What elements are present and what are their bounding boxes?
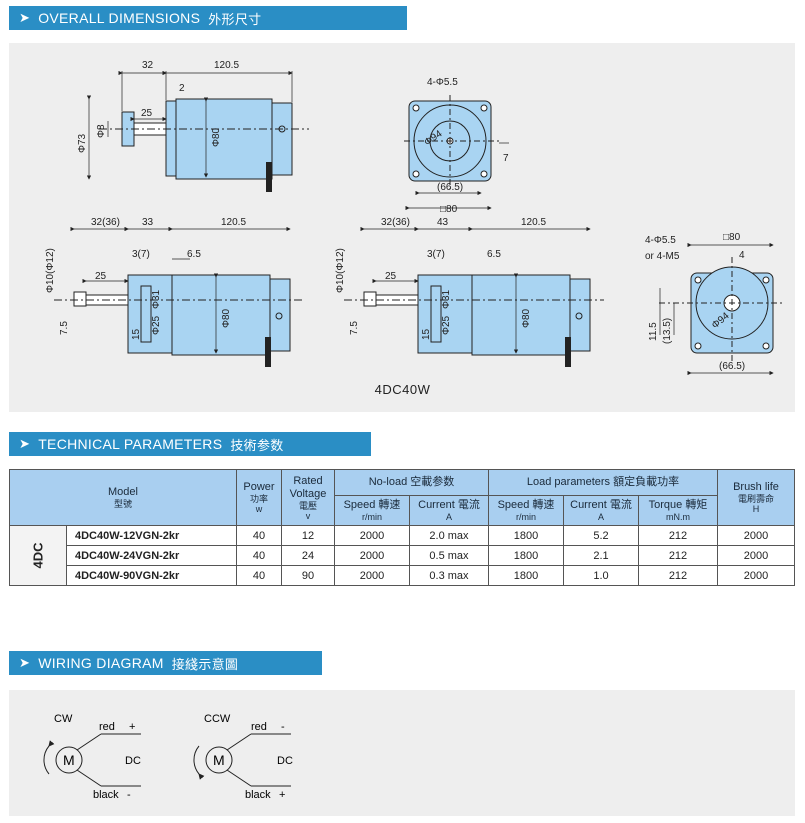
- dim-phi31-g2: Φ31: [441, 289, 452, 309]
- dim-holes-alt: or 4-M5: [645, 251, 680, 262]
- front-view-motor: 4-Φ5.5 Φ94 7 (66.5) □80: [404, 77, 509, 215]
- technical-parameters-title: TECHNICAL PARAMETERS: [38, 436, 223, 452]
- technical-parameters-title-cn: 技術参数: [230, 438, 284, 454]
- chevron-right-icon: ➤: [19, 655, 31, 670]
- side-view-motor: 32 120.5 2 25 Φ73 Φ8 Φ80: [77, 60, 309, 192]
- ccw-dc-label: DC: [277, 755, 293, 767]
- cw-dc-label: DC: [125, 755, 141, 767]
- overall-dimensions-title-cn: 外形尺寸: [208, 12, 262, 28]
- dim-7: 7: [503, 153, 509, 164]
- dim-32-36-g2: 32(36): [381, 217, 410, 228]
- dim-holes-g: 4-Φ5.5: [645, 235, 676, 246]
- dimension-drawings: 32 120.5 2 25 Φ73 Φ8 Φ80 4-Φ5.5 Φ94 7 (6…: [45, 60, 784, 376]
- dim-phi25: Φ25: [151, 315, 162, 335]
- dim-holes: 4-Φ5.5: [427, 77, 458, 88]
- cw-black-label: black: [93, 789, 119, 801]
- ccw-red-sign: -: [281, 721, 285, 733]
- dim-2: 2: [179, 83, 185, 94]
- wiring-diagram-title: WIRING DIAGRAM: [38, 655, 164, 671]
- series-cell: 4DC: [9, 525, 67, 586]
- front-view-gearmotor: 4-Φ5.5 or 4-M5 □80 4 11.5 (13.5) Φ94 (66…: [645, 232, 784, 376]
- dim-phi80-g2: Φ80: [521, 308, 532, 328]
- table-row: 4DC 4DC40W-12VGN-2kr 40 12 2000 2.0 max …: [9, 525, 795, 586]
- dim-phi73: Φ73: [77, 133, 88, 153]
- dim-phi31: Φ31: [151, 289, 162, 309]
- wiring-ccw: CCW M red - DC black +: [193, 713, 293, 801]
- dim-43: 43: [437, 217, 449, 228]
- dim-square-80-g: □80: [723, 232, 741, 243]
- dim-4: 4: [739, 250, 745, 261]
- dim-6-5: 6.5: [187, 249, 201, 260]
- ccw-black-sign: +: [279, 789, 285, 801]
- dim-25-g2: 25: [385, 271, 397, 282]
- dim-phi80: Φ80: [211, 127, 222, 147]
- wiring-panel: CW M red + DC black - CCW M red - DC bla…: [9, 690, 795, 816]
- dim-33: 33: [142, 217, 154, 228]
- dim-3-7: 3(7): [132, 249, 150, 260]
- dim-11-5: 11.5: [648, 322, 659, 341]
- dim-phi10-12: Φ10(Φ12): [45, 248, 56, 293]
- dim-120-5-g2: 120.5: [521, 217, 546, 228]
- dim-120-5-g1: 120.5: [221, 217, 246, 228]
- header-load: Load parameters 額定負載功率: [488, 469, 718, 496]
- wiring-diagram-header: ➤ WIRING DIAGRAM 接綫示意圖: [9, 651, 322, 675]
- dim-6-5-g2: 6.5: [487, 249, 501, 260]
- cw-black-sign: -: [127, 789, 131, 801]
- dimensions-panel: 32 120.5 2 25 Φ73 Φ8 Φ80 4-Φ5.5 Φ94 7 (6…: [9, 43, 795, 412]
- dim-7-5-g2: 7.5: [349, 321, 360, 335]
- dim-phi10-12-g2: Φ10(Φ12): [335, 248, 346, 293]
- dim-phi25-g2: Φ25: [441, 315, 452, 335]
- overall-dimensions-title: OVERALL DIMENSIONS: [38, 10, 201, 26]
- dim-7-5: 7.5: [59, 321, 70, 335]
- dim-phi80-g1: Φ80: [221, 308, 232, 328]
- dim-13-5: (13.5): [662, 318, 673, 344]
- ccw-motor-label: M: [213, 752, 225, 768]
- ccw-red-label: red: [251, 721, 267, 733]
- wiring-diagram-title-cn: 接綫示意圖: [171, 657, 239, 673]
- dim-3-7-g2: 3(7): [427, 249, 445, 260]
- cw-motor-label: M: [63, 752, 75, 768]
- table-row: 4DC40W-24VGN-2kr 40 24 2000 0.5 max 1800…: [10, 545, 795, 566]
- dim-15-g2: 15: [421, 328, 432, 340]
- side-view-gearmotor-2: 32(36) 43 120.5 3(7) 6.5 25 Φ10(Φ12) 7.5…: [335, 217, 604, 367]
- ccw-label: CCW: [204, 713, 231, 725]
- dim-25: 25: [141, 108, 153, 119]
- dim-25-g1: 25: [95, 271, 107, 282]
- wiring-cw: CW M red + DC black -: [43, 713, 141, 801]
- wiring-diagrams: CW M red + DC black - CCW M red - DC bla…: [43, 713, 293, 801]
- chevron-right-icon: ➤: [19, 10, 31, 25]
- cw-red-sign: +: [129, 721, 135, 733]
- dim-square-80: □80: [440, 204, 458, 215]
- cw-red-label: red: [99, 721, 115, 733]
- dim-120-5: 120.5: [214, 60, 239, 71]
- dim-66-5-g: (66.5): [719, 361, 745, 372]
- overall-dimensions-header: ➤ OVERALL DIMENSIONS 外形尺寸: [9, 6, 407, 30]
- header-noload: No-load 空載参数: [334, 469, 489, 496]
- table-row: 4DC40W-90VGN-2kr 40 90 2000 0.3 max 1800…: [10, 565, 795, 586]
- model-caption: 4DC40W: [374, 382, 431, 397]
- technical-parameters-header: ➤ TECHNICAL PARAMETERS 技術参数: [9, 432, 371, 456]
- chevron-right-icon: ➤: [19, 436, 31, 451]
- side-view-gearmotor-1: 32(36) 33 120.5 3(7) 6.5 25 Φ10(Φ12) 7.5…: [45, 217, 304, 367]
- dim-32: 32: [142, 60, 154, 71]
- dim-66-5: (66.5): [437, 182, 463, 193]
- ccw-black-label: black: [245, 789, 271, 801]
- cw-label: CW: [54, 713, 73, 725]
- dim-15: 15: [131, 328, 142, 340]
- dim-32-36: 32(36): [91, 217, 120, 228]
- dim-phi8: Φ8: [96, 124, 107, 138]
